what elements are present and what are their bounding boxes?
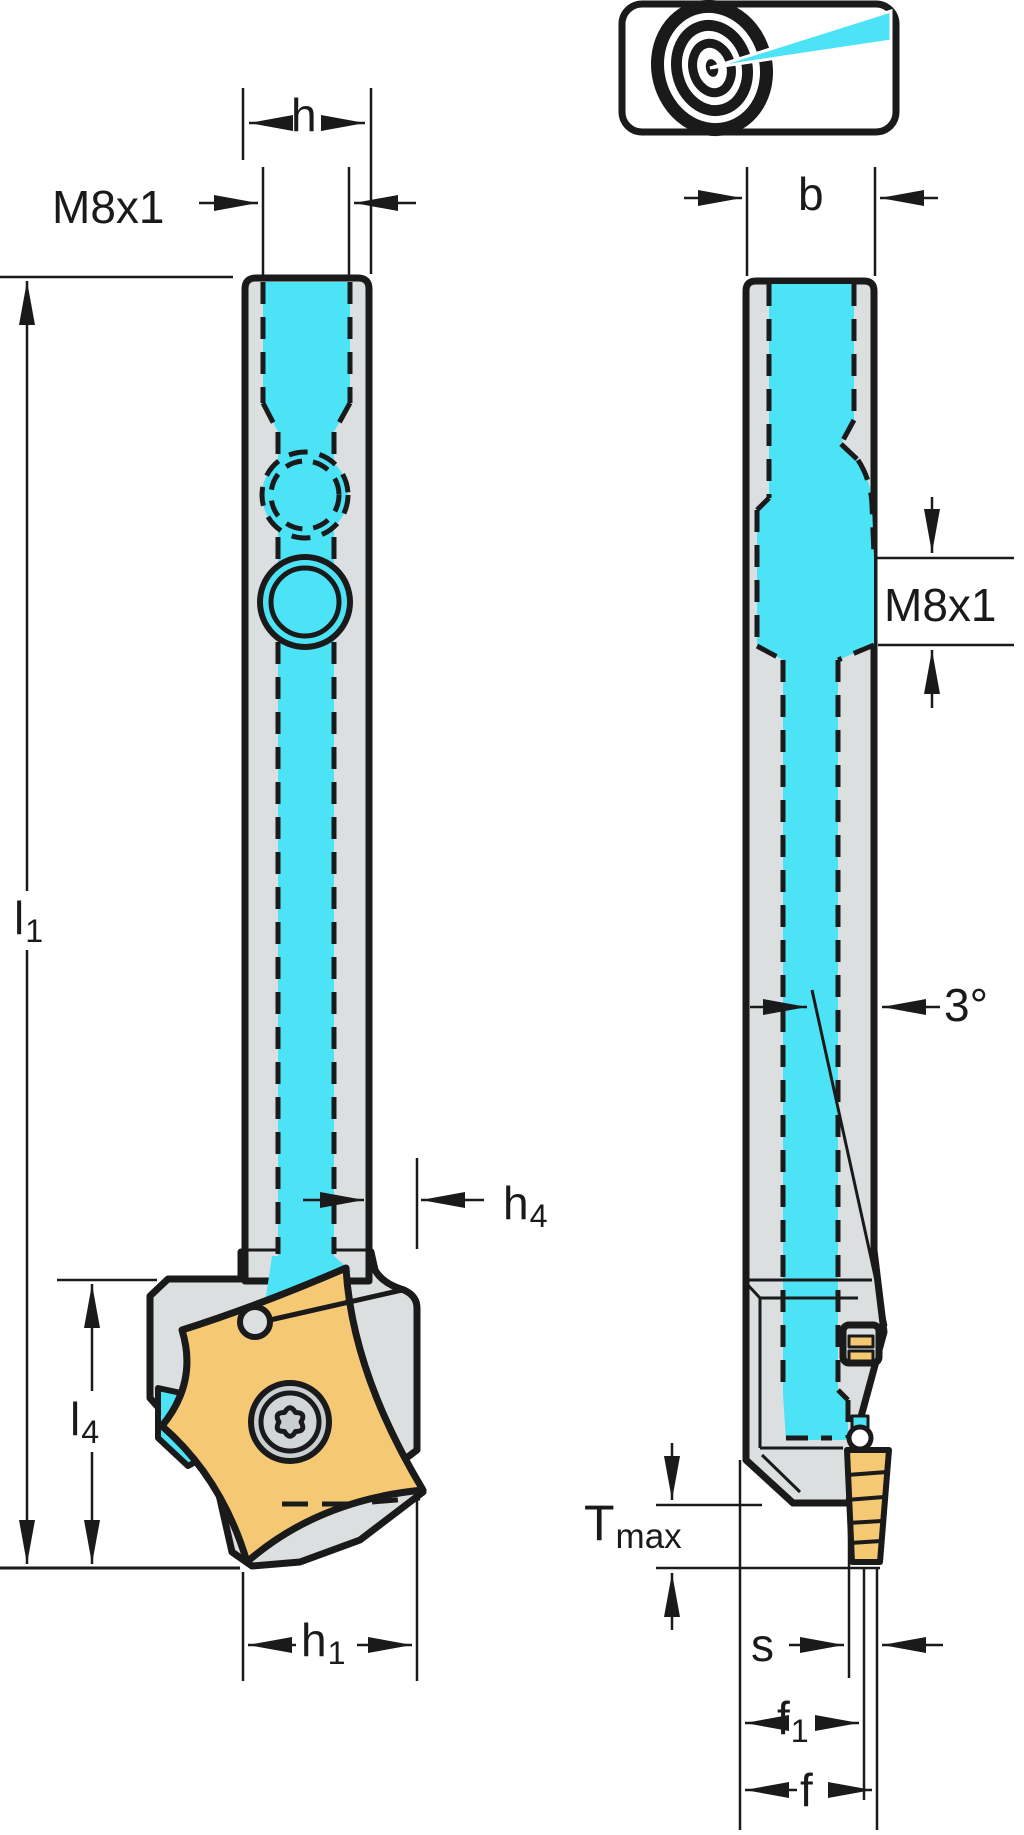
dim-label-s: s <box>751 1619 774 1671</box>
dim-label-m8x1-front: M8x1 <box>52 181 165 233</box>
torx-screw-icon <box>248 1380 332 1464</box>
dim-label-tmax: Tmax <box>584 1495 682 1557</box>
dim-l1 <box>0 275 240 1570</box>
coolant-beam-icon <box>709 8 893 70</box>
front-view <box>146 274 427 1570</box>
taper-line <box>810 989 888 1327</box>
dim-s <box>789 1510 943 1830</box>
dim-label-h: h <box>291 89 317 141</box>
dim-label-h1: h1 <box>301 1614 346 1671</box>
dim-label-angle-3deg: 3° <box>944 979 988 1031</box>
dim-l4 <box>57 1278 157 1564</box>
coolant-channel-side <box>754 284 877 1441</box>
dim-h4 <box>303 1158 484 1249</box>
dim-thread-side <box>874 497 1014 708</box>
insert-clamp-seam <box>269 1287 403 1323</box>
insert-side <box>844 1447 892 1565</box>
clamp-pin <box>237 1304 273 1340</box>
dim-label-f: f <box>800 1764 813 1816</box>
side-head-contour <box>744 1278 872 1494</box>
dim-h <box>241 88 373 274</box>
dimension-annotations <box>0 88 1014 1830</box>
dim-h1 <box>241 1497 419 1681</box>
precision-cooling-logo <box>618 0 900 137</box>
coolant-channel-front <box>257 282 353 1256</box>
dim-label-m8x1-side: M8x1 <box>884 579 997 631</box>
insert-hidden-line-2 <box>371 1495 421 1505</box>
side-view <box>742 277 892 1565</box>
dim-tmax <box>656 1443 880 1630</box>
dim-label-f1: f1 <box>777 1692 809 1749</box>
dim-f1 <box>738 1460 866 1830</box>
dim-label-b: b <box>798 168 824 220</box>
tip-pin <box>846 1424 874 1452</box>
dim-b <box>684 167 938 276</box>
dim-label-h4: h4 <box>503 1177 548 1234</box>
dim-thread-front <box>199 167 416 276</box>
insert-pocket-side <box>839 1321 883 1367</box>
dim-label-l4: l4 <box>70 1393 100 1450</box>
dim-label-l1: l1 <box>14 892 44 949</box>
